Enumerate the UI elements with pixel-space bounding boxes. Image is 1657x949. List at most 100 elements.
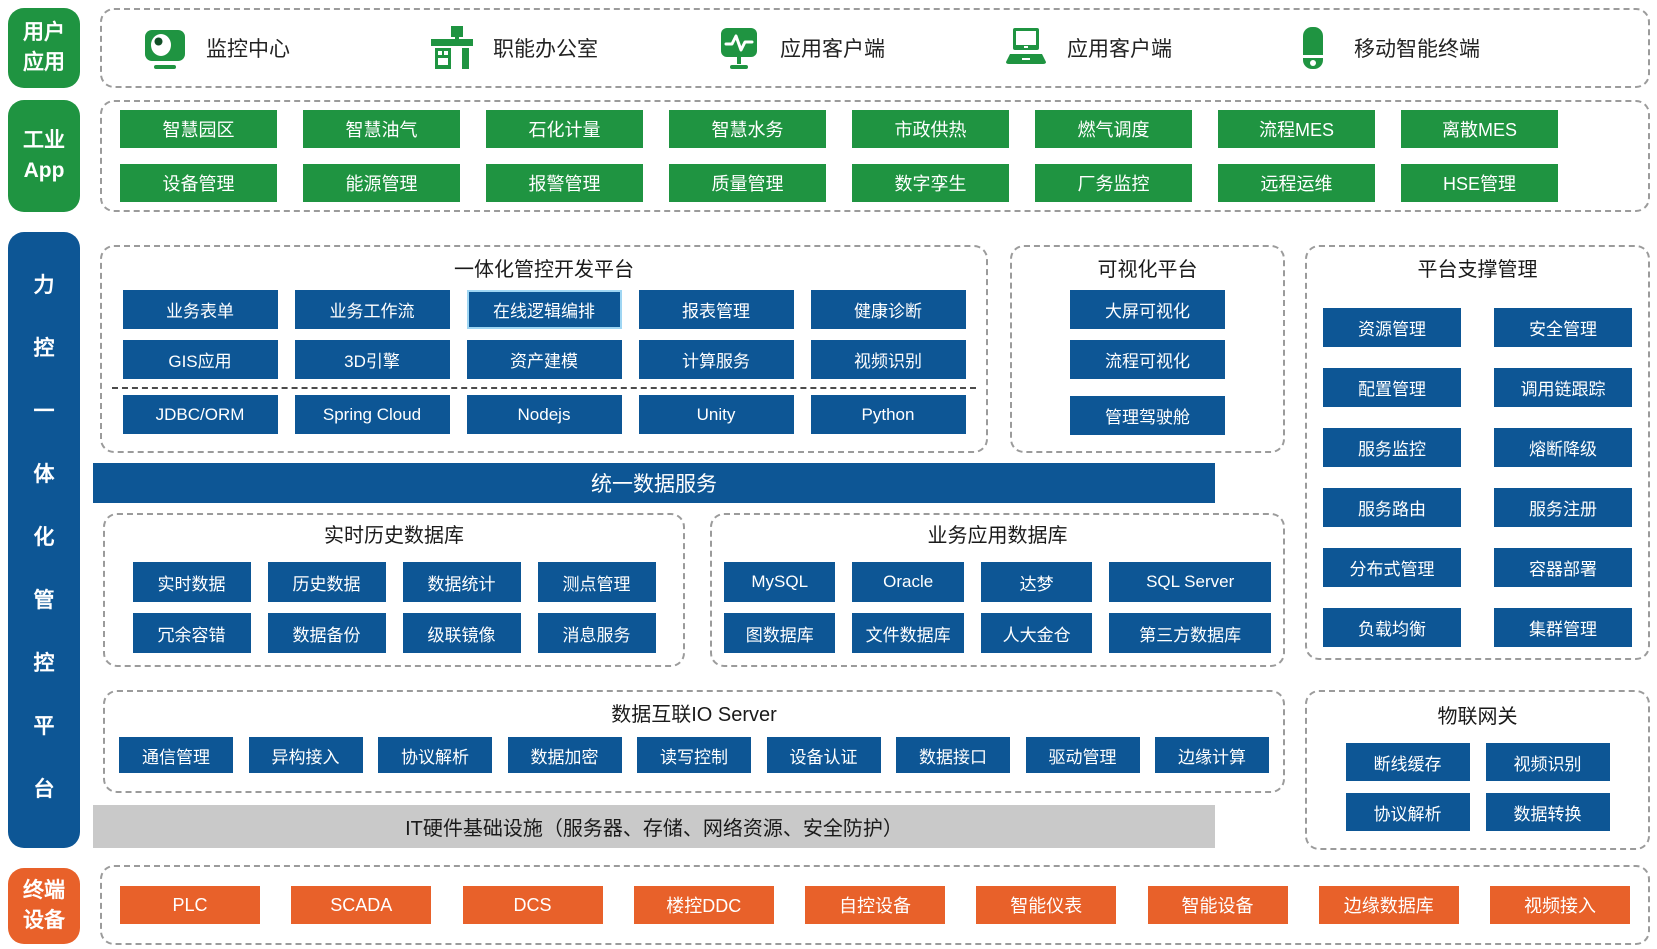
dev-block: 计算服务: [638, 340, 794, 379]
industry-app-block: 离散MES: [1401, 110, 1558, 148]
user-item-label: 应用客户端: [780, 38, 885, 61]
dev-block: Nodejs: [466, 395, 622, 434]
bizdb-block: 图数据库: [724, 613, 836, 653]
io-block: 异构接入: [248, 737, 363, 773]
sidebar-user-applications: 用户应用: [8, 8, 80, 88]
bizdb-block: MySQL: [724, 562, 836, 602]
support-block: 安全管理: [1494, 308, 1632, 347]
visual-block: 管理驾驶舱: [1070, 396, 1225, 435]
rtdb-title: 实时历史数据库: [324, 525, 464, 547]
dev-block: 报表管理: [638, 290, 794, 329]
user-item-mobile-terminal: 移动智能终端: [1290, 25, 1577, 71]
terminal-devices-panel: PLC SCADA DCS 楼控DDC 自控设备 智能仪表 智能设备 边缘数据库…: [100, 865, 1650, 945]
industry-apps-row-2: 设备管理 能源管理 报警管理 质量管理 数字孪生 厂务监控 远程运维 HSE管理: [120, 164, 1630, 202]
rtdb-panel: 实时历史数据库 实时数据 历史数据 数据统计 测点管理 冗余容错 数据备份 级联…: [103, 513, 685, 667]
industry-app-block: 报警管理: [486, 164, 643, 202]
gateway-block: 断线缓存: [1345, 743, 1470, 781]
io-block: 读写控制: [637, 737, 751, 773]
industry-app-block: HSE管理: [1401, 164, 1558, 202]
support-block: 配置管理: [1323, 368, 1461, 407]
terminal-block: 视频接入: [1490, 886, 1630, 924]
industry-app-block: 市政供热: [852, 110, 1009, 148]
rtdb-block: 测点管理: [537, 562, 656, 602]
gateway-block: 视频识别: [1485, 743, 1610, 781]
dev-block-highlighted: 在线逻辑编排: [466, 290, 622, 329]
laptop-icon: [1003, 25, 1049, 71]
industry-app-block: 燃气调度: [1035, 110, 1192, 148]
terminal-block: PLC: [120, 886, 260, 924]
rtdb-block: 冗余容错: [132, 613, 251, 653]
terminal-block: 智能仪表: [976, 886, 1117, 924]
terminal-block: SCADA: [291, 886, 432, 924]
io-block: 驱动管理: [1025, 737, 1140, 773]
industry-apps-panel: 智慧园区 智慧油气 石化计量 智慧水务 市政供热 燃气调度 流程MES 离散ME…: [100, 100, 1650, 212]
iot-gateway-panel: 物联网关 断线缓存 视频识别 协议解析 数据转换: [1305, 690, 1650, 850]
bizdb-title: 业务应用数据库: [927, 525, 1068, 547]
dev-block: JDBC/ORM: [122, 395, 278, 434]
iot-gateway-title: 物联网关: [1437, 706, 1518, 728]
gateway-block: 数据转换: [1485, 793, 1610, 831]
terminal-block: 楼控DDC: [633, 886, 774, 924]
user-item-app-client-laptop: 应用客户端: [1003, 25, 1290, 71]
support-block: 负载均衡: [1323, 608, 1461, 647]
dev-block: Python: [810, 395, 966, 434]
rtdb-block: 数据统计: [402, 562, 521, 602]
sidebar-platform-label: 力控一体化管控平台: [33, 274, 55, 801]
support-management-title: 平台支撑管理: [1417, 259, 1538, 281]
industry-app-block: 厂务监控: [1035, 164, 1192, 202]
dev-block: 视频识别: [810, 340, 966, 379]
io-server-panel: 数据互联IO Server 通信管理 异构接入 协议解析 数据加密 读写控制 设…: [103, 690, 1285, 793]
support-block: 集群管理: [1494, 608, 1632, 647]
industry-apps-row-1: 智慧园区 智慧油气 石化计量 智慧水务 市政供热 燃气调度 流程MES 离散ME…: [120, 110, 1630, 148]
io-block: 数据接口: [896, 737, 1010, 773]
visual-platform-title: 可视化平台: [1097, 259, 1198, 281]
rtdb-row-1: 实时数据 历史数据 数据统计 测点管理: [105, 562, 683, 602]
dev-platform-title: 一体化管控开发平台: [454, 259, 634, 281]
rtdb-block: 实时数据: [132, 562, 251, 602]
sidebar-terminal-label: 终端设备: [23, 879, 65, 932]
terminal-block: 边缘数据库: [1318, 886, 1459, 924]
user-item-app-client: 应用客户端: [716, 25, 1003, 71]
rtdb-block: 级联镜像: [402, 613, 521, 653]
user-item-monitor-center: 监控中心: [142, 25, 429, 71]
sidebar-industry-apps: 工业App: [8, 100, 80, 212]
support-grid: 资源管理 安全管理 配置管理 调用链跟踪 服务监控 熔断降级 服务路由 服务注册…: [1307, 308, 1648, 647]
unified-data-service-bar: 统一数据服务: [93, 463, 1215, 503]
industry-app-block: 智慧水务: [669, 110, 826, 148]
user-item-label: 移动智能终端: [1354, 38, 1480, 61]
support-block: 服务监控: [1323, 428, 1461, 467]
dev-block: Unity: [638, 395, 794, 434]
sidebar-platform: 力控一体化管控平台: [8, 232, 80, 848]
io-block: 通信管理: [119, 737, 233, 773]
user-item-label: 职能办公室: [493, 38, 598, 61]
dev-platform-divider: [112, 387, 976, 389]
industry-app-block: 远程运维: [1218, 164, 1375, 202]
bizdb-block: 文件数据库: [852, 613, 964, 653]
gateway-block: 协议解析: [1345, 793, 1470, 831]
it-infrastructure-bar: IT硬件基础设施（服务器、存储、网络资源、安全防护）: [93, 805, 1215, 848]
sidebar-terminal-devices: 终端设备: [8, 868, 80, 944]
bizdb-row-2: 图数据库 文件数据库 人大金仓 第三方数据库: [712, 613, 1283, 653]
terminal-block: 智能设备: [1147, 886, 1288, 924]
user-item-office: 职能办公室: [429, 25, 716, 71]
support-block: 容器部署: [1494, 548, 1632, 587]
bizdb-block: 第三方数据库: [1109, 613, 1271, 653]
io-block: 协议解析: [378, 737, 492, 773]
terminal-block: DCS: [462, 886, 603, 924]
support-block: 调用链跟踪: [1494, 368, 1632, 407]
dev-platform-row-2: GIS应用 3D引擎 资产建模 计算服务 视频识别: [102, 340, 986, 379]
dev-block: Spring Cloud: [294, 395, 450, 434]
support-block: 分布式管理: [1323, 548, 1461, 587]
pulse-monitor-icon: [716, 25, 762, 71]
industry-app-block: 质量管理: [669, 164, 826, 202]
dev-platform-panel: 一体化管控开发平台 业务表单 业务工作流 在线逻辑编排 报表管理 健康诊断 GI…: [100, 245, 988, 453]
industry-app-block: 能源管理: [303, 164, 460, 202]
dev-block: 业务工作流: [294, 290, 450, 329]
dev-block: 资产建模: [466, 340, 622, 379]
industry-app-block: 数字孪生: [852, 164, 1009, 202]
support-block: 熔断降级: [1494, 428, 1632, 467]
dev-block: GIS应用: [122, 340, 278, 379]
dev-platform-row-1: 业务表单 业务工作流 在线逻辑编排 报表管理 健康诊断: [102, 290, 986, 329]
sidebar-user-label: 用户应用: [23, 21, 65, 74]
